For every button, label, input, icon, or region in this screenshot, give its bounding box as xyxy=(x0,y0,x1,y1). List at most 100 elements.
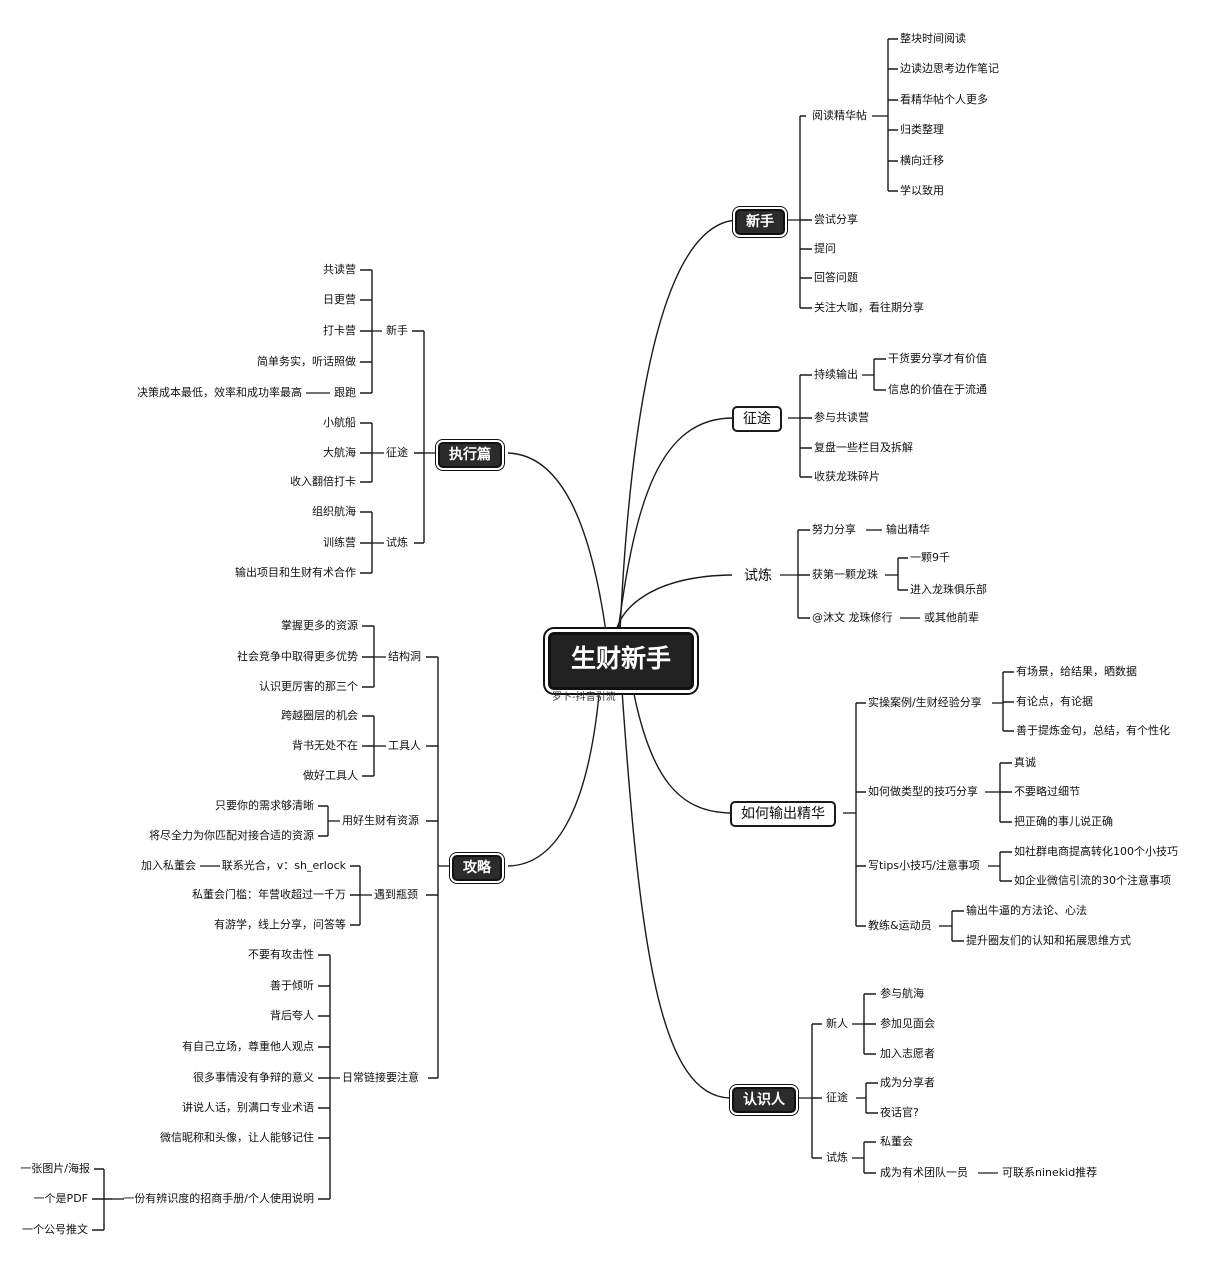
leaf: 边读边思考边作笔记 xyxy=(900,62,999,75)
leaf: 微信昵称和头像，让人能够记住 xyxy=(160,1131,314,1144)
leaf: 参与共读营 xyxy=(814,411,869,424)
leaf: 提升圈友们的认知和拓展思维方式 xyxy=(966,934,1131,947)
node-zx-xinshou[interactable]: 新手 xyxy=(386,324,408,337)
leaf: 一个是PDF xyxy=(33,1192,88,1205)
leaf: 不要有攻击性 xyxy=(248,948,314,961)
node-mowen[interactable]: @沐文 龙珠修行 xyxy=(812,611,893,624)
leaf: 有论点，有论据 xyxy=(1016,695,1093,708)
branch-xinshou[interactable]: 新手 xyxy=(735,209,785,235)
leaf: 参加见面会 xyxy=(880,1017,935,1030)
branch-shilian[interactable]: 试炼 xyxy=(744,568,772,584)
leaf: 训练营 xyxy=(323,536,356,549)
leaf: 加入志愿者 xyxy=(880,1047,935,1060)
leaf: 输出精华 xyxy=(886,523,930,536)
leaf: 跟跑 xyxy=(334,386,356,399)
leaf: 简单务实，听话照做 xyxy=(257,355,356,368)
node-shizhan[interactable]: 实操案例/生财经验分享 xyxy=(868,696,982,709)
leaf: 输出项目和生财有术合作 xyxy=(235,566,356,579)
leaf: 输出牛逼的方法论、心法 xyxy=(966,904,1087,917)
leaf: 提问 xyxy=(814,242,836,255)
branch-shuchu[interactable]: 如何输出精华 xyxy=(730,801,836,827)
leaf: 进入龙珠俱乐部 xyxy=(910,583,987,596)
node-xinren[interactable]: 新人 xyxy=(826,1017,848,1030)
leaf: 社会竞争中取得更多优势 xyxy=(237,650,358,663)
leaf: 日更营 xyxy=(323,293,356,306)
leaf: 不要略过细节 xyxy=(1014,785,1080,798)
leaf: 掌握更多的资源 xyxy=(281,619,358,632)
leaf: 跨越圈层的机会 xyxy=(281,709,358,722)
leaf: 一个公号推文 xyxy=(22,1223,88,1236)
branch-zhixing[interactable]: 执行篇 xyxy=(438,442,502,468)
leaf: 做好工具人 xyxy=(303,769,358,782)
leaf: 关注大咖，看往期分享 xyxy=(814,301,924,314)
node-tips[interactable]: 写tips小技巧/注意事项 xyxy=(868,859,980,872)
node-nuli[interactable]: 努力分享 xyxy=(812,523,856,536)
node-jiegoudong[interactable]: 结构洞 xyxy=(388,650,421,663)
leaf: 真诚 xyxy=(1014,756,1036,769)
leaf: 将尽全力为你匹配对接合适的资源 xyxy=(149,829,314,842)
leaf: 参与航海 xyxy=(880,987,924,1000)
central-subtitle: 罗卜-抖音引流 xyxy=(552,692,616,703)
leaf: 把正确的事儿说正确 xyxy=(1014,815,1113,828)
leaf: 成为分享者 xyxy=(880,1076,935,1089)
node-yonghao[interactable]: 用好生财有资源 xyxy=(342,814,419,827)
leaf: 有场景，给结果，晒数据 xyxy=(1016,665,1137,678)
node-pingjing[interactable]: 遇到瓶颈 xyxy=(374,888,418,901)
node-longzhu[interactable]: 获第一颗龙珠 xyxy=(812,568,878,581)
node-zx-zhengtu[interactable]: 征途 xyxy=(386,446,408,459)
leaf: 如企业微信引流的30个注意事项 xyxy=(1014,874,1171,887)
leaf: 或其他前辈 xyxy=(924,611,979,624)
branch-gonglue[interactable]: 攻略 xyxy=(452,855,502,881)
leaf: 一张图片/海报 xyxy=(20,1162,90,1175)
leaf: 学以致用 xyxy=(900,184,944,197)
node-renshi-shilian[interactable]: 试炼 xyxy=(826,1151,848,1164)
leaf: 讲说人话，别满口专业术语 xyxy=(182,1101,314,1114)
leaf: 如社群电商提高转化100个小技巧 xyxy=(1014,845,1178,858)
leaf: 加入私董会 xyxy=(141,859,196,872)
leaf: 信息的价值在于流通 xyxy=(888,383,987,396)
branch-renshi[interactable]: 认识人 xyxy=(732,1087,796,1113)
leaf: 大航海 xyxy=(323,446,356,459)
leaf: 私董会 xyxy=(880,1135,913,1148)
leaf: 有自己立场，尊重他人观点 xyxy=(182,1040,314,1053)
leaf: 打卡营 xyxy=(323,324,356,337)
node-ganhuo[interactable]: 如何做类型的技巧分享 xyxy=(868,785,978,798)
leaf: 干货要分享才有价值 xyxy=(888,352,987,365)
leaf: 善于提炼金句，总结，有个性化 xyxy=(1016,724,1170,737)
leaf: 尝试分享 xyxy=(814,213,858,226)
node-richang[interactable]: 日常链接要注意 xyxy=(342,1071,419,1084)
leaf: 认识更厉害的那三个 xyxy=(259,680,358,693)
leaf: 小航船 xyxy=(323,416,356,429)
leaf: 背后夸人 xyxy=(270,1009,314,1022)
leaf: 一份有辨识度的招商手册/个人使用说明 xyxy=(123,1192,314,1205)
central-topic[interactable]: 生财新手 xyxy=(548,632,694,690)
node-chixu[interactable]: 持续输出 xyxy=(814,368,858,381)
node-zx-shilian[interactable]: 试炼 xyxy=(386,536,408,549)
leaf: 可联系ninekid推荐 xyxy=(1002,1166,1098,1179)
leaf: 决策成本最低，效率和成功率最高 xyxy=(137,386,302,399)
leaf: 收获龙珠碎片 xyxy=(814,470,880,483)
leaf: 横向迁移 xyxy=(900,154,944,167)
leaf: 收入翻倍打卡 xyxy=(290,475,356,488)
leaf: 联系光合，v：sh_erlock xyxy=(221,859,346,872)
node-jiaolian[interactable]: 教练&运动员 xyxy=(868,919,932,932)
leaf: 夜话官? xyxy=(880,1106,919,1119)
node-renshi-zhengtu[interactable]: 征途 xyxy=(826,1091,848,1104)
leaf: 有游学，线上分享，问答等 xyxy=(214,918,346,931)
leaf: 私董会门槛：年营收超过一千万 xyxy=(192,888,346,901)
leaf: 整块时间阅读 xyxy=(900,32,966,45)
leaf: 善于倾听 xyxy=(270,979,314,992)
leaf: 背书无处不在 xyxy=(292,739,358,752)
leaf: 共读营 xyxy=(323,263,356,276)
node-yuedu[interactable]: 阅读精华帖 xyxy=(812,109,867,122)
leaf: 一颗9千 xyxy=(910,551,950,564)
leaf: 只要你的需求够清晰 xyxy=(215,799,314,812)
leaf: 看精华帖个人更多 xyxy=(900,93,988,106)
branch-zhengtu[interactable]: 征途 xyxy=(732,406,782,432)
leaf: 回答问题 xyxy=(814,271,858,284)
node-gongjuren[interactable]: 工具人 xyxy=(388,739,421,752)
leaf: 很多事情没有争辩的意义 xyxy=(193,1071,314,1084)
leaf: 成为有术团队一员 xyxy=(880,1166,968,1179)
